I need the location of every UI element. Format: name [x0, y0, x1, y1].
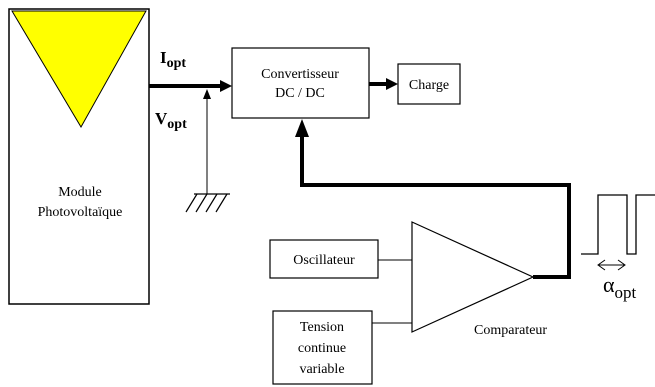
- load-box: [397, 63, 461, 105]
- tension-label-line2: continue: [298, 341, 346, 356]
- load-label: Charge: [409, 78, 449, 93]
- pv-module-label-line2: Photovoltaïque: [38, 205, 123, 220]
- feedback-line: [300, 135, 571, 279]
- load-arrowhead-icon: [386, 78, 398, 90]
- converter-box: [231, 47, 370, 119]
- ground-icon: [185, 193, 230, 213]
- voltage-sense-arrowhead-icon: [203, 89, 211, 99]
- feedback-arrowhead-icon: [295, 119, 309, 137]
- pwm-waveform-icon: [581, 194, 655, 255]
- converter-label-line1: Convertisseur: [261, 67, 339, 82]
- comparator-triangle: [411, 221, 535, 333]
- tension-box: [272, 310, 373, 385]
- duty-cycle-arrow-icon: [597, 259, 626, 271]
- comparator-label: Comparateur: [474, 323, 547, 338]
- power-arrowhead-icon: [220, 80, 232, 92]
- voltage-label: Vopt: [155, 109, 187, 132]
- tension-label-line3: variable: [299, 362, 344, 377]
- oscillator-label: Oscillateur: [293, 253, 355, 268]
- pv-panel-triangle-icon: [11, 10, 147, 128]
- tension-label-line1: Tension: [300, 320, 344, 335]
- oscillator-box: [269, 239, 379, 279]
- duty-cycle-label: αopt: [603, 272, 637, 302]
- pv-module-label-line1: Module: [58, 185, 102, 200]
- converter-label-line2: DC / DC: [275, 86, 325, 101]
- current-label: Iopt: [160, 48, 186, 71]
